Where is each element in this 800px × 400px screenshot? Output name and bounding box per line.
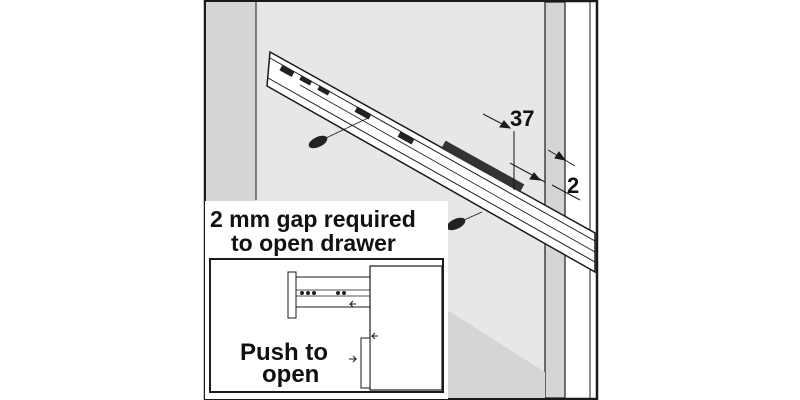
arrow-left-icon: [370, 332, 378, 340]
inset-line1: Push to: [240, 339, 328, 366]
dimension-2-label: 2: [567, 173, 579, 198]
arrow-right-icon: [349, 355, 358, 363]
caption-line2: to open drawer: [231, 230, 396, 256]
drawer-slide-rail: [266, 50, 596, 274]
screw-icon: [446, 211, 483, 231]
right-side-panel: [544, 1, 566, 399]
dimension-37-label: 37: [510, 106, 534, 131]
screw-icon: [308, 117, 369, 149]
cabinet-floor: [447, 310, 545, 398]
dimension-2: [547, 149, 581, 201]
push-to-open-inset: [209, 258, 444, 393]
arrow-left-icon: [348, 300, 356, 308]
dimension-37: [482, 113, 546, 202]
drawer-front: [369, 265, 443, 391]
inset-line2: open: [262, 361, 319, 388]
caption-line1: 2 mm gap required: [210, 206, 416, 232]
